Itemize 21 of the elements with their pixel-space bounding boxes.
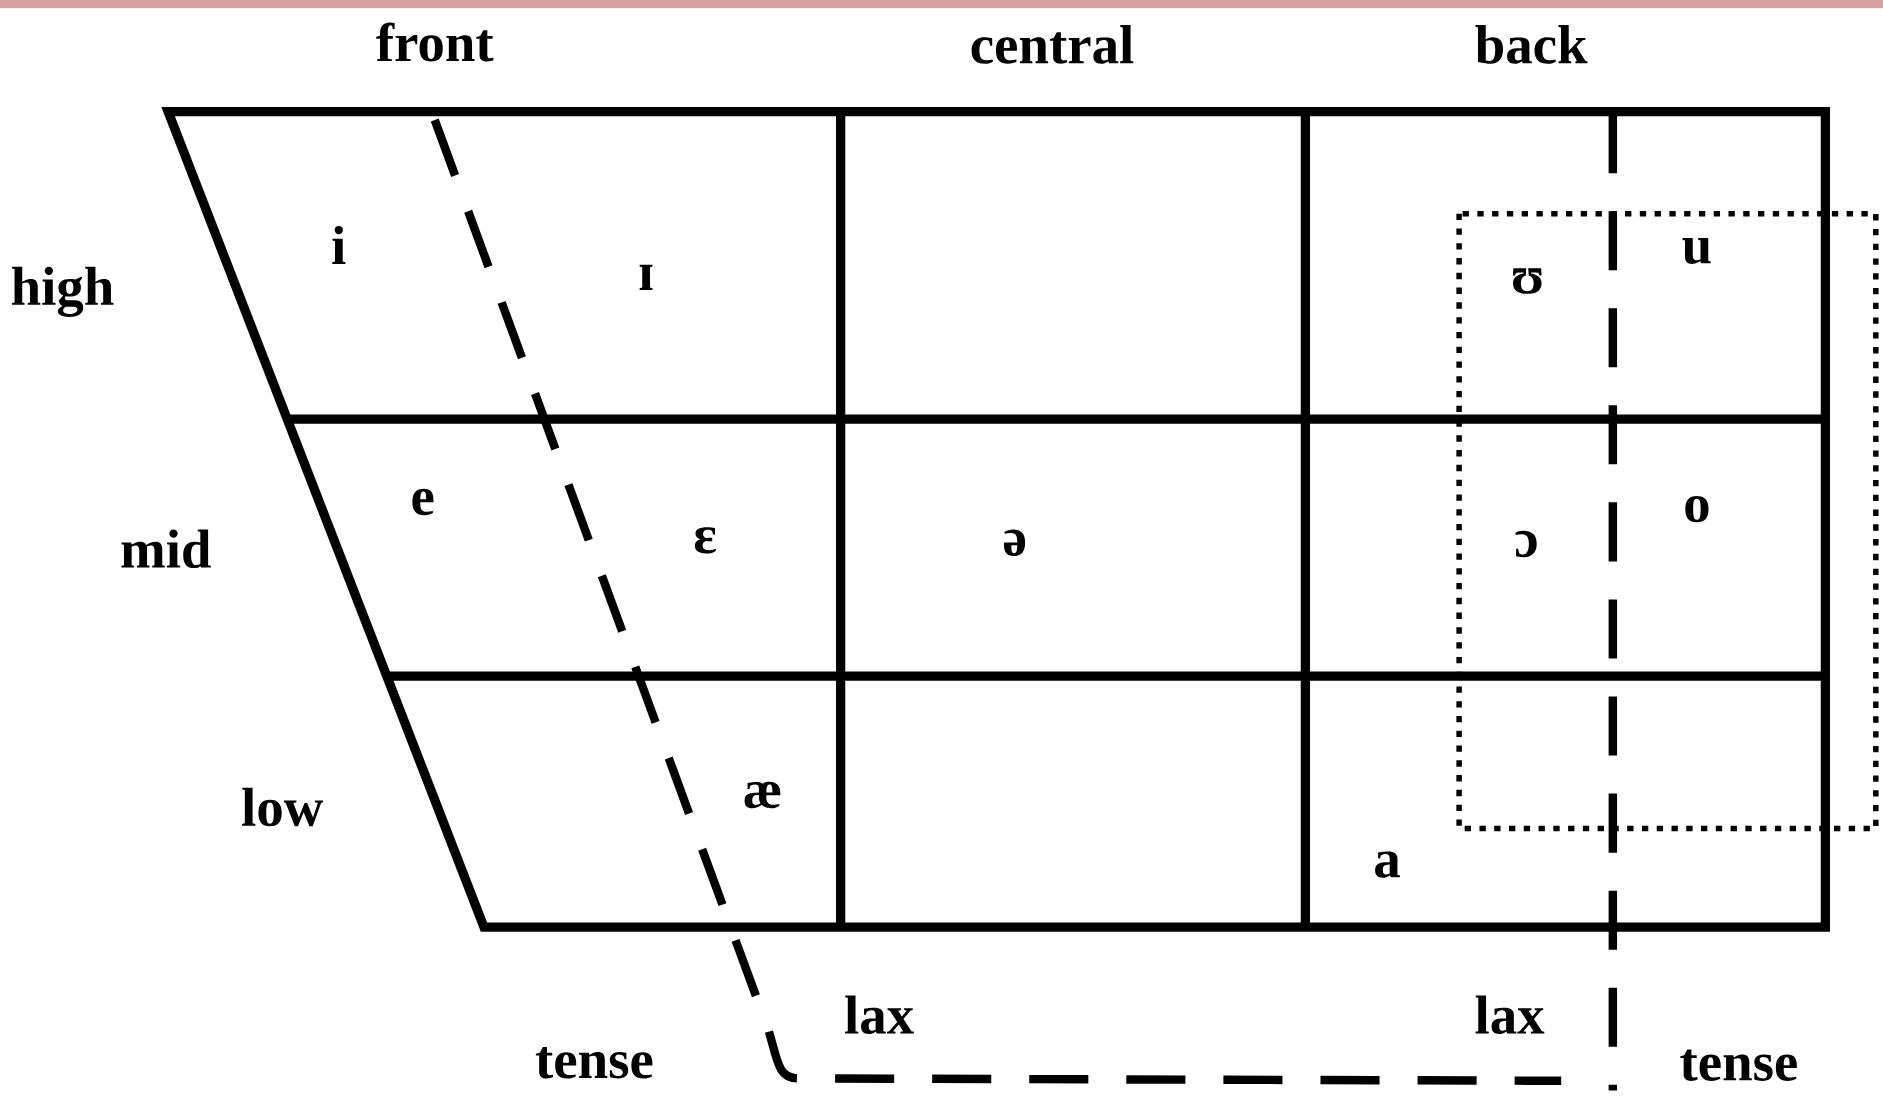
chart-label: mid bbox=[121, 529, 211, 568]
chart-label: central bbox=[971, 24, 1134, 64]
chart-label: high bbox=[12, 266, 114, 317]
chart-label: ɪ bbox=[639, 264, 653, 290]
chart-label: u bbox=[1682, 237, 1711, 264]
chart-label: i bbox=[332, 225, 346, 264]
chart-label: front bbox=[376, 22, 494, 62]
chart-label: lax bbox=[1475, 995, 1545, 1034]
chart-label: tense bbox=[1680, 1049, 1797, 1081]
chart-label: ɛ bbox=[694, 526, 716, 554]
chart-label: e bbox=[412, 488, 434, 515]
chart-label: o bbox=[1685, 495, 1709, 523]
chart-label: a bbox=[1375, 851, 1400, 878]
chart-label: ə bbox=[1004, 529, 1026, 556]
chart-label: lax bbox=[845, 995, 914, 1034]
chart-label: low bbox=[242, 787, 324, 827]
chart-label: ɔ bbox=[1515, 530, 1537, 557]
chart-label: back bbox=[1475, 24, 1588, 64]
chart-label: ʊ bbox=[1513, 267, 1542, 294]
chart-label: æ bbox=[744, 781, 781, 808]
chart-label: tense bbox=[535, 1046, 653, 1079]
